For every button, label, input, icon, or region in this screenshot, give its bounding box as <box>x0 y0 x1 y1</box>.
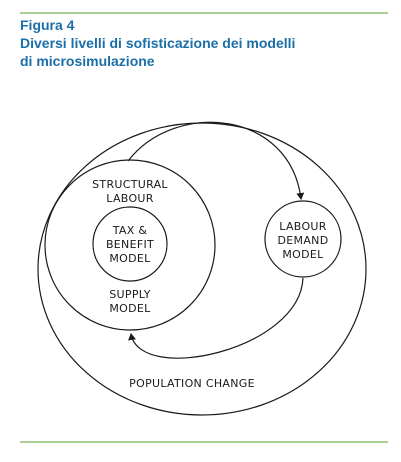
labour-demand-label-1: LABOUR <box>279 220 326 233</box>
structural-label: STRUCTURAL <box>92 178 168 191</box>
bottom-divider <box>20 441 388 443</box>
labour-demand-label-3: MODEL <box>282 248 324 261</box>
tax-label: TAX & <box>112 224 148 237</box>
arrow-demand-to-supply <box>128 277 304 359</box>
tax-benefit-circle <box>92 206 168 282</box>
population-change-circle <box>37 122 367 416</box>
labour-demand-circle <box>264 200 342 278</box>
top-divider <box>20 12 388 14</box>
arrow-supply-to-demand <box>127 121 305 200</box>
figure-title-line-1: Diversi livelli di sofisticazione dei mo… <box>20 35 296 51</box>
labour-demand-label-2: DEMAND <box>278 234 329 247</box>
population-change-label: POPULATION CHANGE <box>129 377 255 390</box>
structural-labour-supply-circle <box>44 159 216 331</box>
supply-model-label: MODEL <box>109 302 151 315</box>
benefit-model-label: MODEL <box>109 252 151 265</box>
figure-title-line-2: di microsimulazione <box>20 53 155 69</box>
figure-caption: Figura 4 Diversi livelli di sofisticazio… <box>20 16 390 70</box>
supply-label: SUPPLY <box>109 288 151 301</box>
figure-label: Figura 4 <box>20 17 75 33</box>
labour-label: LABOUR <box>106 192 153 205</box>
benefit-label: BENEFIT <box>106 238 154 251</box>
